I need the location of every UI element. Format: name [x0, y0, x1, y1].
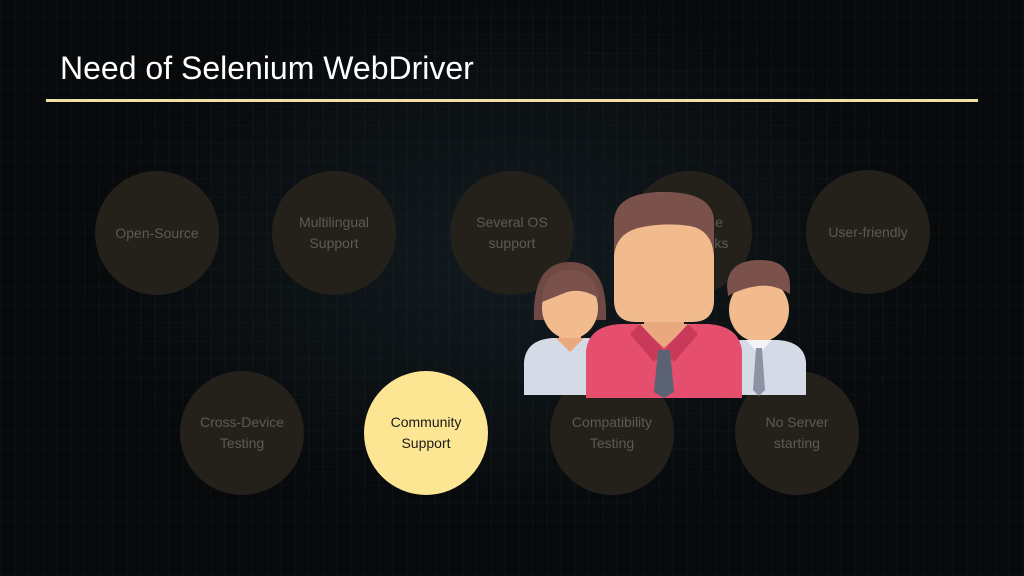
page-title: Need of Selenium WebDriver: [60, 50, 474, 86]
feature-cross-device-testing[interactable]: Cross-Device Testing: [180, 371, 304, 495]
community-people-icon: [524, 192, 806, 398]
title-underline: [46, 99, 978, 102]
feature-label: e rks: [709, 214, 729, 251]
man-center-figure: [586, 192, 742, 398]
feature-label: Cross-Device Testing: [199, 414, 284, 451]
feature-label: Open-Source: [115, 224, 199, 241]
feature-multilingual-support[interactable]: Multilingual Support: [272, 171, 396, 295]
feature-user-friendly[interactable]: User-friendly: [806, 170, 930, 294]
feature-label: Several OS support: [476, 214, 548, 251]
feature-label: Compatibility Testing: [571, 414, 653, 451]
feature-open-source[interactable]: Open-Source: [95, 171, 219, 295]
feature-label: Multilingual Support: [298, 214, 370, 251]
feature-label: Community Support: [390, 414, 462, 451]
feature-community-support[interactable]: Community Support: [364, 371, 488, 495]
feature-label: No Server starting: [765, 414, 829, 451]
feature-label: User-friendly: [828, 223, 908, 240]
